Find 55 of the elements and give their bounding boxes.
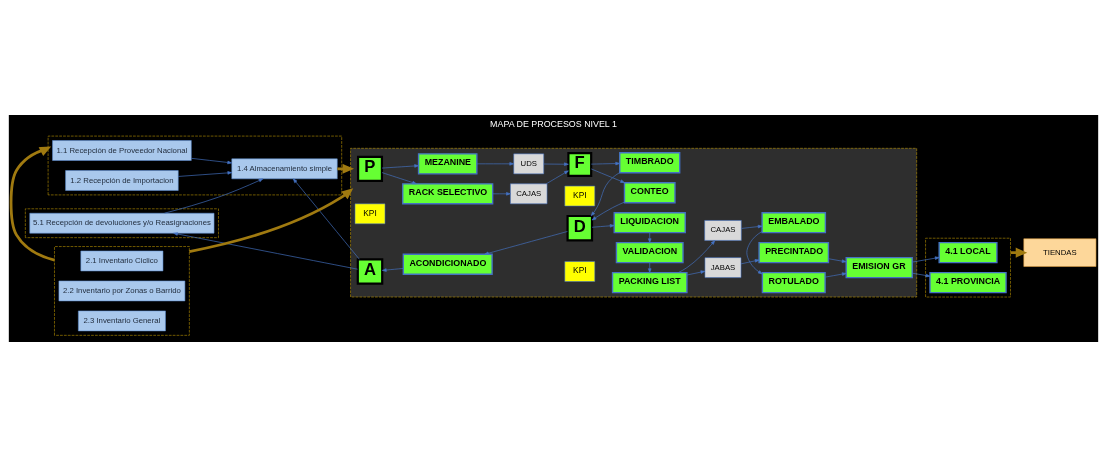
node-box: P — [356, 155, 384, 182]
arrow — [543, 162, 569, 166]
arrow — [740, 259, 760, 265]
node-box: KPI — [564, 185, 596, 207]
arrow — [189, 188, 354, 253]
arrow — [590, 172, 620, 217]
arrow — [337, 163, 355, 174]
arrow — [590, 168, 625, 183]
node-box: EMBALADO — [761, 212, 827, 234]
node-box: TIMBRADO — [619, 152, 681, 174]
cluster — [54, 246, 190, 336]
arrow — [382, 268, 404, 272]
node-box: F — [567, 151, 593, 177]
node-box: VALIDACION — [615, 241, 684, 264]
arrow — [590, 161, 620, 166]
node-box: 4.1 PROVINCIA — [929, 271, 1007, 294]
arrow — [648, 232, 652, 243]
node-box: EMISION GR — [845, 256, 913, 279]
arrow — [381, 172, 417, 185]
node-box: MEZANINE — [417, 153, 478, 175]
arrow — [546, 170, 569, 185]
arrow — [9, 146, 55, 262]
arrow — [293, 178, 360, 260]
arrow — [828, 258, 847, 263]
diagram-title: MAPA DE PROCESOS NIVEL 1 — [490, 118, 617, 129]
arrow — [678, 240, 716, 273]
arrow — [912, 256, 940, 263]
node-box: KPI — [564, 261, 596, 282]
arrow — [746, 231, 763, 275]
arrow — [591, 201, 625, 221]
arrow — [484, 231, 568, 255]
arrow — [591, 224, 615, 228]
arrow — [381, 164, 419, 169]
node-box: PRECINTADO — [758, 241, 830, 264]
node-box: D — [566, 214, 594, 242]
node-box: LIQUIDACION — [613, 212, 686, 234]
arrow — [1010, 247, 1028, 258]
arrow — [177, 171, 233, 177]
arrow — [741, 224, 763, 229]
node-box: A — [356, 258, 384, 285]
arrow — [492, 192, 511, 196]
arrow — [912, 272, 931, 278]
node-box: PACKING LIST — [611, 271, 688, 294]
arrow — [164, 178, 264, 214]
node-box: KPI — [354, 203, 386, 225]
node-box: ROTULADO — [761, 271, 826, 294]
arrow — [686, 270, 706, 276]
arrow — [476, 162, 514, 166]
arrow — [191, 158, 232, 165]
arrow — [648, 262, 652, 273]
node-box: RACK SELECTIVO — [402, 183, 494, 205]
node-box: CONTEO — [623, 182, 676, 204]
node-box: 4.1 LOCAL — [938, 241, 998, 264]
arrow — [824, 272, 847, 278]
arrow — [173, 232, 358, 270]
